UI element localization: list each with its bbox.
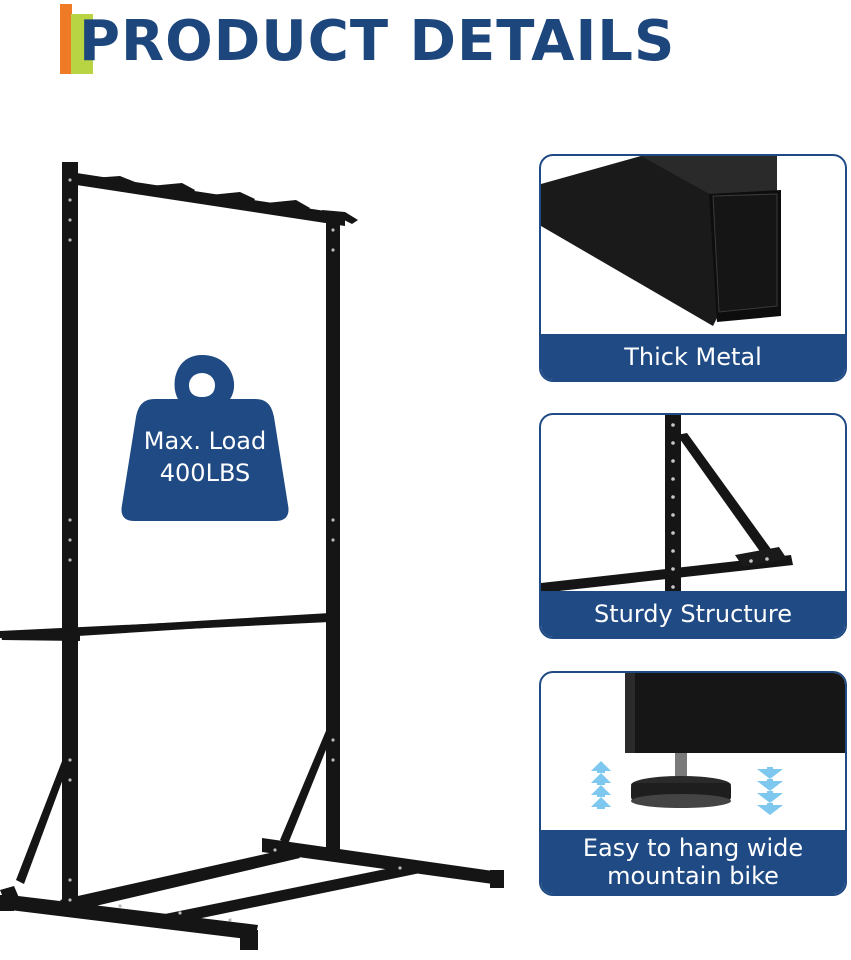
kettlebell-weight-icon <box>121 355 289 521</box>
page-title: PRODUCT DETAILS <box>79 9 676 74</box>
max-load-text: Max. Load 400LBS <box>120 425 290 489</box>
orange-accent-bar <box>60 4 72 74</box>
green-accent-bar <box>71 14 93 74</box>
feature-label-line1: Easy to hang wide <box>582 834 804 862</box>
down-arrows-icon <box>757 767 783 815</box>
feature-card-thick-metal: Thick Metal <box>539 154 847 382</box>
page-header: PRODUCT DETAILS <box>60 4 760 78</box>
feature-label: Easy to hang wide mountain bike <box>541 830 845 894</box>
max-load-label: Max. Load <box>143 427 267 455</box>
up-arrows-icon <box>591 761 611 809</box>
feature-label-line2: mountain bike <box>607 862 779 890</box>
bike-rack-image <box>0 162 504 950</box>
leveling-foot-icon <box>591 673 845 815</box>
feature-label: Thick Metal <box>541 334 845 380</box>
max-load-badge: Max. Load 400LBS <box>120 355 290 521</box>
square-tube-end-icon <box>541 156 781 326</box>
feature-card-easy-hang: Easy to hang wide mountain bike <box>539 671 847 896</box>
max-load-value: 400LBS <box>159 459 251 487</box>
frame-brace-icon <box>541 415 793 595</box>
feature-label: Sturdy Structure <box>541 591 845 637</box>
feature-card-sturdy-structure: Sturdy Structure <box>539 413 847 639</box>
